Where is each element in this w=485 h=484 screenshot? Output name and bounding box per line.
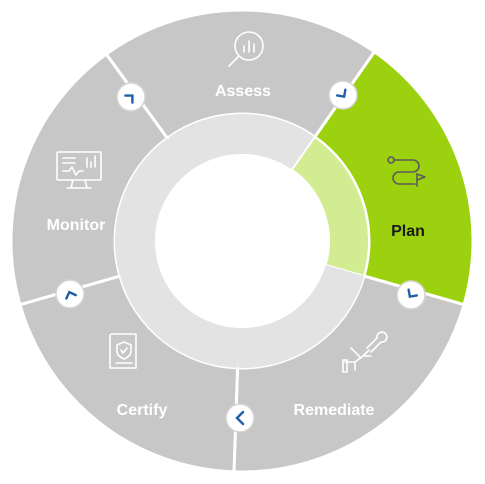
segment-inner-remediate [237,264,365,368]
monitor-dashboard-icon [56,151,102,189]
segment-inner-monitor [115,138,191,277]
segment-label-assess: Assess [215,83,271,100]
segment-inner-certify [119,264,239,368]
segment-label-plan: Plan [391,223,425,240]
certificate-scroll-icon [109,333,137,369]
connector-assess-plan[interactable] [328,80,358,110]
segment-inner-assess [167,113,315,171]
center-hole [155,154,329,328]
chevron-up-icon [124,94,134,104]
chevron-up-icon [65,290,77,300]
magnifier-chart-icon [228,31,264,67]
segment-label-monitor: Monitor [47,217,106,234]
route-flag-icon [387,156,426,187]
chevron-left-icon [235,410,245,426]
segment-label-certify: Certify [117,402,168,419]
hand-wrench-icon [342,331,388,373]
connector-monitor-assess[interactable] [116,82,146,112]
chevron-down-icon [407,288,419,299]
connector-plan-remediate[interactable] [396,280,426,310]
connector-remediate-certify[interactable] [225,403,255,433]
connector-certify-monitor[interactable] [55,279,85,309]
segment-label-remediate: Remediate [294,402,375,419]
chevron-down-icon [335,88,347,99]
